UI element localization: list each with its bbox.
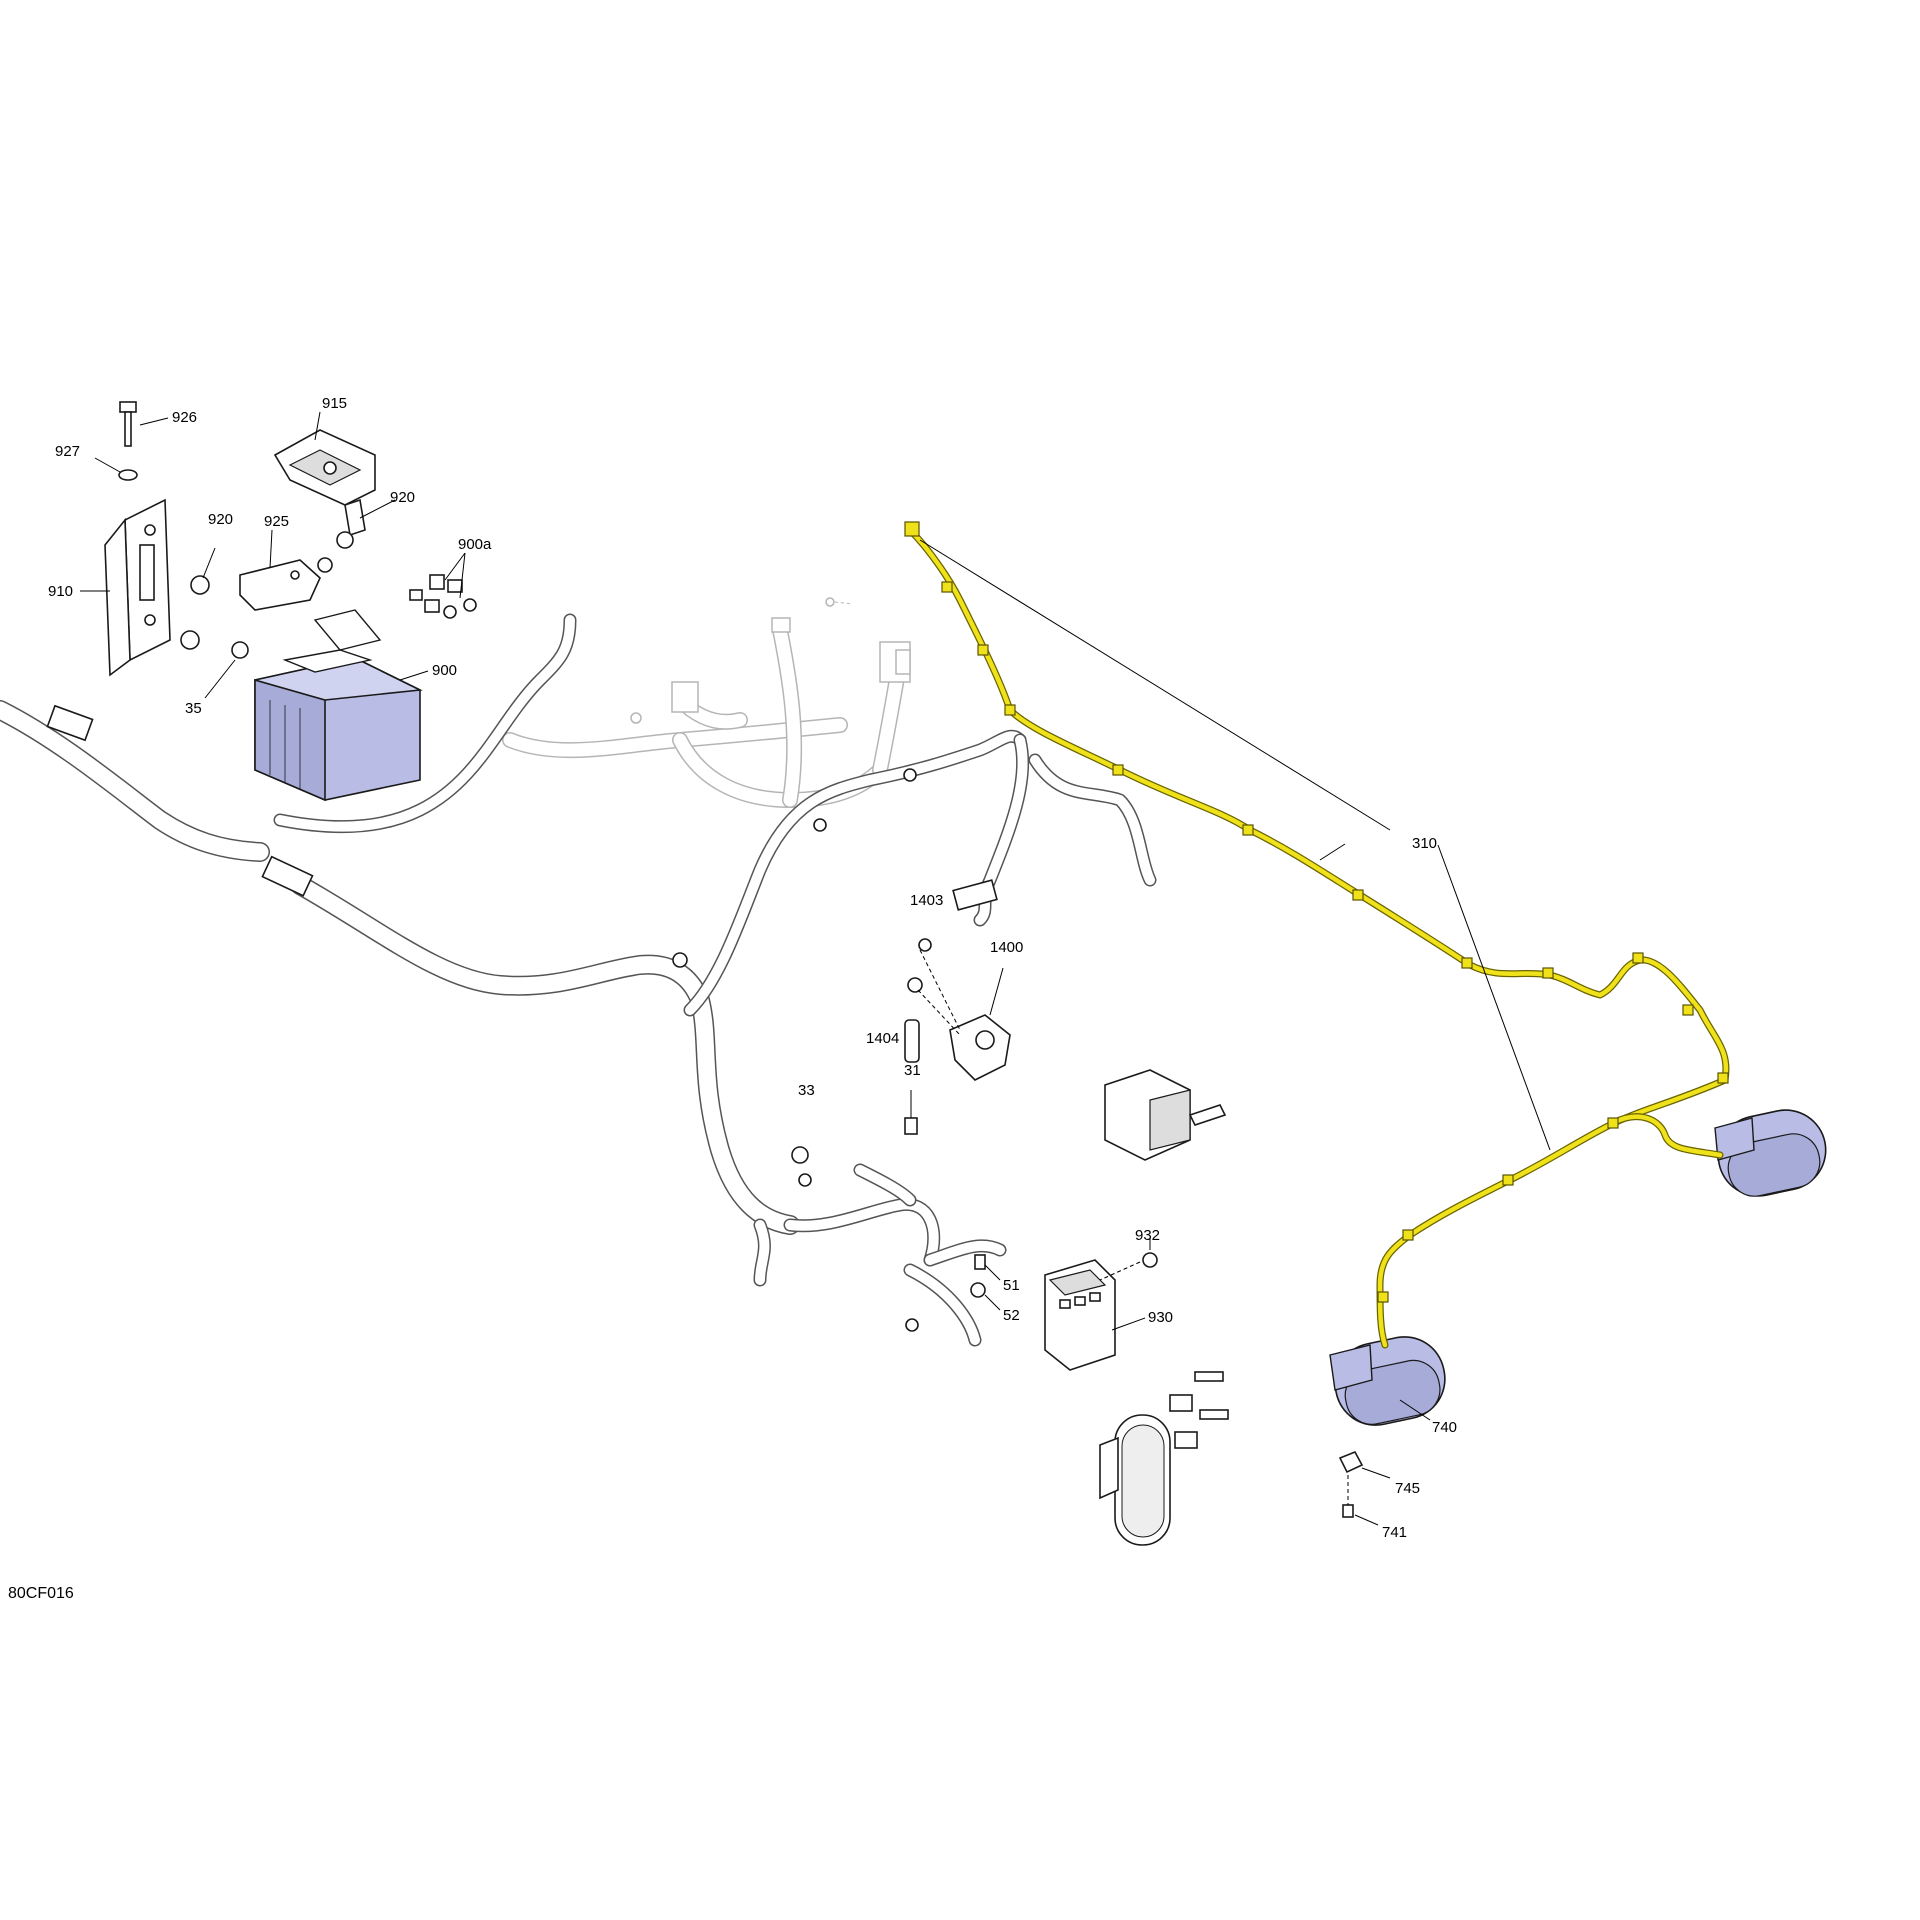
callout-310: 310 — [1412, 835, 1437, 852]
callout-920-a: 920 — [208, 511, 233, 528]
callout-31: 31 — [904, 1062, 921, 1079]
callout-33: 33 — [798, 1082, 815, 1099]
callout-900: 900 — [432, 662, 457, 679]
callout-51: 51 — [1003, 1277, 1020, 1294]
clip-745-screw-741 — [1338, 1450, 1364, 1518]
callout-741: 741 — [1382, 1524, 1407, 1541]
callout-740: 740 — [1432, 1419, 1457, 1436]
callout-910: 910 — [48, 583, 73, 600]
reference-code: 80CF016 — [8, 1585, 74, 1602]
callout-930: 930 — [1148, 1309, 1173, 1326]
light-lower — [1099, 1371, 1229, 1546]
callout-920-b: 920 — [390, 489, 415, 506]
fasteners — [118, 401, 1158, 1298]
callout-1404: 1404 — [866, 1030, 899, 1047]
callout-925: 925 — [264, 513, 289, 530]
callout-1403: 1403 — [910, 892, 943, 909]
leader-lines — [80, 411, 1551, 1526]
callout-1400: 1400 — [990, 939, 1023, 956]
callout-labels: 926 915 927 920 920 925 900a 910 900 35 … — [48, 395, 1457, 1541]
callout-52: 52 — [1003, 1307, 1020, 1324]
connector-box — [1104, 1069, 1227, 1161]
battery-900 — [254, 609, 423, 802]
callout-932: 932 — [1135, 1227, 1160, 1244]
light-740-upper — [1714, 1109, 1827, 1197]
callout-35: 35 — [185, 700, 202, 717]
callout-900a: 900a — [458, 536, 492, 553]
plate-925 — [239, 559, 321, 611]
ghost-frame — [502, 597, 911, 808]
callout-745: 745 — [1395, 1480, 1420, 1497]
callout-926: 926 — [172, 409, 197, 426]
light-740-lower — [1329, 1336, 1446, 1426]
callout-927: 927 — [55, 443, 80, 460]
bracket-915 — [273, 429, 376, 537]
callout-915: 915 — [322, 395, 347, 412]
harness-310-highlighted — [904, 521, 1730, 1349]
bracket-910 — [104, 498, 171, 677]
module-930 — [1044, 1259, 1116, 1371]
main-wiring-harness — [0, 613, 1157, 1347]
